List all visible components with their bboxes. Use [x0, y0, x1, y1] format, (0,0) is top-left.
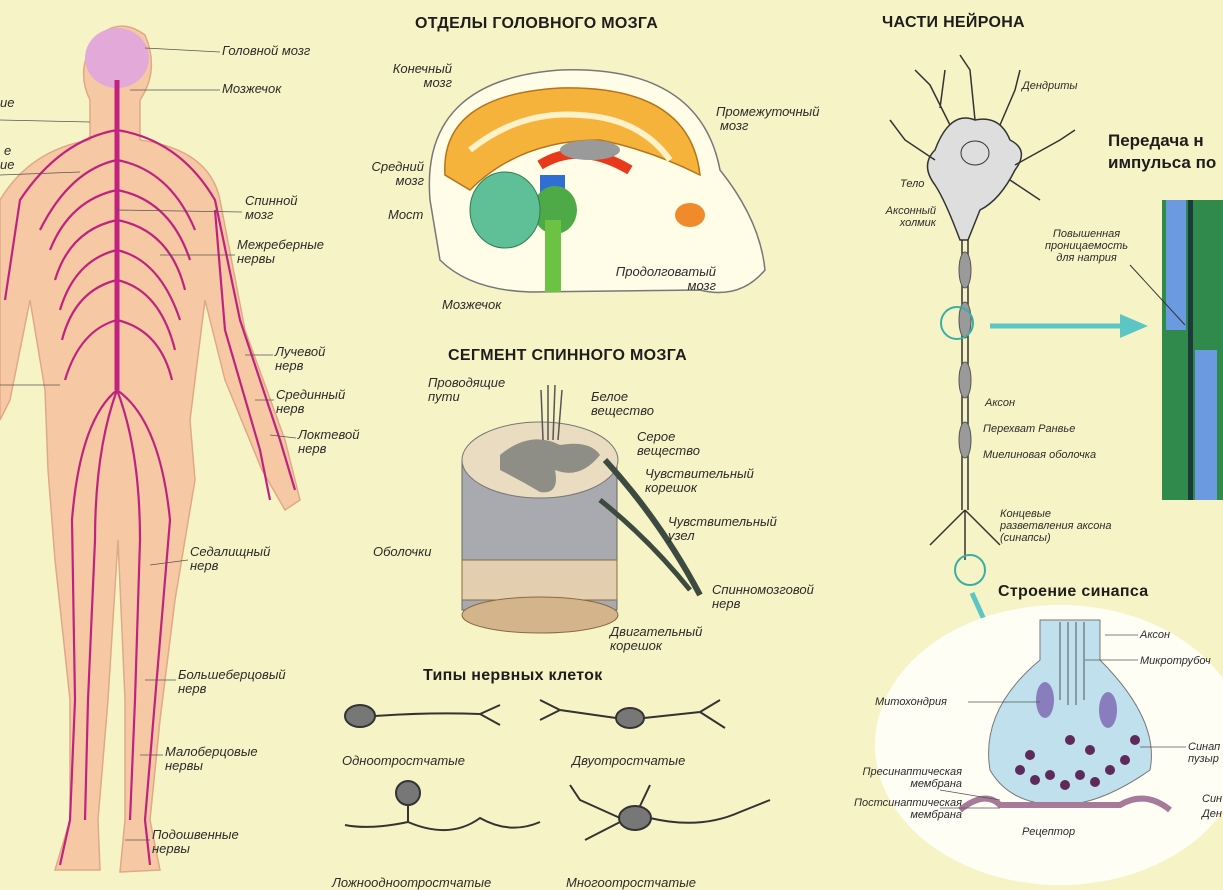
cell-types-diagram [344, 699, 771, 841]
synapse-diagram [875, 605, 1223, 885]
spinal-segment-title: СЕГМЕНТ СПИННОГО МОЗГА [448, 347, 687, 364]
label-dendrite: Ден [1202, 808, 1222, 820]
label-microtubules: Микротрубоч [1140, 655, 1211, 667]
label-multipolar: Многоотростчатые [566, 875, 696, 890]
label-brain-cerebellum: Мозжечок [442, 297, 502, 312]
spinal-segment-diagram [461, 384, 703, 634]
label-cerebellum: Мозжечок [222, 81, 282, 96]
synapse-title: Строение синапса [998, 583, 1149, 600]
label-pseudounipolar: Ложноодноотростчатые [332, 875, 492, 890]
label-syn-axon: Аксон [1140, 629, 1171, 641]
partial-label-1: ие [0, 95, 15, 110]
partial-label-2: е [4, 143, 12, 158]
label-ranvier: Перехват Ранвье [983, 423, 1076, 435]
brain-section-diagram [428, 69, 766, 294]
brain-icon [85, 28, 149, 88]
label-brain: Головной мозг [222, 43, 311, 58]
label-dendrites: Дендриты [1022, 80, 1078, 92]
human-body-figure [0, 25, 301, 873]
label-myelin: Миелиновая оболочка [983, 449, 1097, 461]
label-axon: Аксон [985, 397, 1016, 409]
label-pons: Мост [388, 207, 424, 222]
label-body: Тело [900, 178, 925, 190]
label-cleft: Син [1202, 793, 1223, 805]
label-unipolar: Одноотростчатые [342, 753, 465, 768]
impulse-diagram [1129, 200, 1223, 500]
label-receptor: Рецептор [1022, 826, 1076, 838]
cell-types-title: Типы нервных клеток [423, 667, 603, 684]
label-mitochondria: Митохондрия [875, 696, 947, 708]
label-bipolar: Двуотростчатые [572, 753, 686, 768]
brain-sections-title: ОТДЕЛЫ ГОЛОВНОГО МОЗГА [415, 15, 659, 32]
neuron-parts-title: ЧАСТИ НЕЙРОНА [882, 14, 1025, 31]
arrow-right-icon [1120, 314, 1148, 338]
label-meninges: Оболочки [373, 544, 432, 559]
partial-label-3: ие [0, 157, 15, 172]
